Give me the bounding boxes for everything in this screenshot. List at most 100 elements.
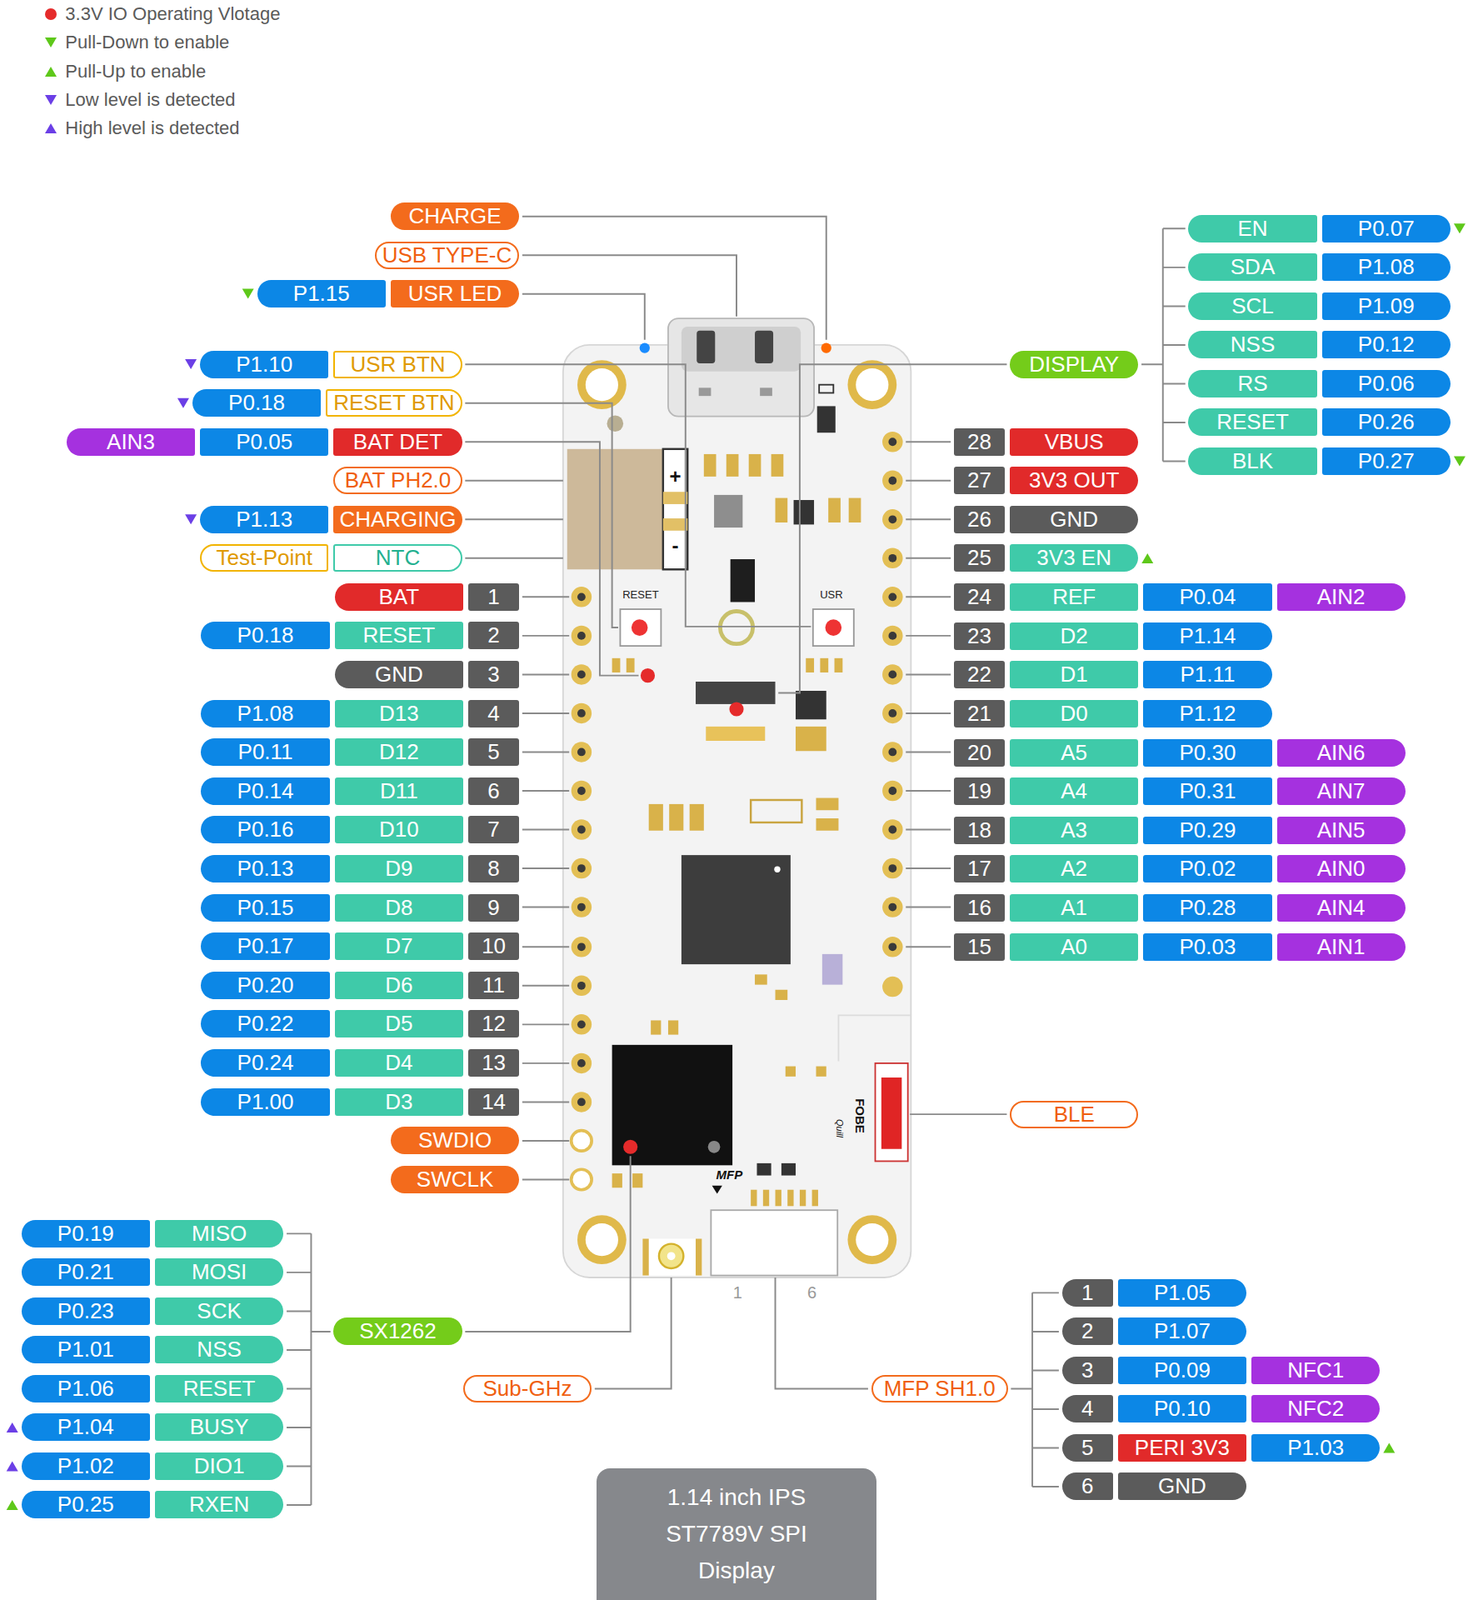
pin-pill: A5: [1009, 738, 1139, 767]
pin-pill: 17: [953, 854, 1005, 883]
pin-number: 6: [807, 1283, 817, 1303]
pin-text: RXEN: [189, 1491, 250, 1518]
pin-pill: SX1262: [333, 1317, 462, 1345]
pin-pill: 3V3 OUT: [1009, 466, 1139, 495]
pin-text: AIN5: [1317, 817, 1366, 844]
pin-text: P0.17: [237, 933, 295, 959]
pin-pill: DIO1: [154, 1452, 284, 1480]
pin-pill: 2: [1062, 1317, 1114, 1345]
pin-text: SX1262: [359, 1318, 437, 1344]
pin-pill: P0.16: [200, 815, 330, 844]
pin-text: 9: [487, 894, 500, 921]
pin-pill: MFP SH1.0: [871, 1374, 1009, 1403]
pin-text: 3: [1081, 1357, 1094, 1384]
pin-pill: D13: [334, 699, 464, 728]
box-text: 1.14 inch IPS ST7789V SPI Display: [653, 1478, 820, 1589]
pin-pill: RESET: [154, 1374, 284, 1403]
pin-text: RESET BTN: [333, 389, 455, 416]
signal-triangle: [6, 1422, 19, 1433]
pin-text: 6: [487, 778, 500, 804]
button-label: RESET: [622, 587, 659, 600]
pin-text: P0.03: [1178, 933, 1236, 960]
pin-pill: 23: [953, 622, 1005, 650]
pin-text: Test-Point: [215, 544, 313, 571]
pin-pill: BUSY: [154, 1413, 284, 1441]
usb-c-connector: [668, 318, 814, 417]
signal-triangle: [1453, 223, 1466, 234]
pin-pill: AIN7: [1277, 777, 1406, 805]
pin-pill: AIN2: [1277, 583, 1406, 611]
pin-pill: D5: [334, 1009, 464, 1038]
pin-pill: 10: [468, 932, 520, 960]
legend-text: Pull-Up to enable: [64, 60, 206, 83]
pin-pill: P1.08: [1322, 253, 1451, 281]
pin-text: P0.24: [237, 1049, 295, 1076]
pin-pill: GND: [1118, 1472, 1247, 1500]
pin-pill: 21: [953, 699, 1005, 728]
pin-pill: P0.11: [200, 738, 330, 766]
pin-pill: 1: [1062, 1278, 1114, 1307]
pin-text: P1.13: [235, 506, 293, 533]
pin-pill: 3: [468, 660, 520, 689]
pin-text: AIN0: [1317, 855, 1366, 882]
pin-pill: NFC1: [1251, 1356, 1380, 1384]
legend-swatch: [42, 63, 60, 80]
pin-pill: P1.02: [21, 1452, 150, 1480]
pin-pill: P1.05: [1118, 1278, 1247, 1307]
signal-triangle: [242, 289, 255, 300]
pin-text: P0.12: [1358, 331, 1415, 358]
pin-text: VBUS: [1044, 429, 1104, 455]
info-box: 1.14 inch IPS ST7789V SPI Display: [596, 1468, 876, 1600]
pin-pill: MOSI: [154, 1258, 284, 1286]
pin-text: P0.31: [1178, 778, 1236, 804]
pin-text: 25: [967, 544, 992, 571]
pin-pill: D8: [334, 893, 464, 922]
pin-text: 21: [967, 700, 992, 727]
pin-text: D11: [379, 778, 419, 804]
pin-pill: 1: [468, 583, 520, 611]
pin-text: P0.09: [1153, 1357, 1211, 1384]
pin-pill: 2: [468, 621, 520, 650]
mfp-connector: [710, 1209, 838, 1275]
pin-text: P0.05: [235, 429, 293, 455]
pin-pill: P0.12: [1322, 330, 1451, 359]
pin-text: P1.10: [235, 351, 293, 378]
pin-pill: USR BTN: [333, 350, 462, 379]
pin-text: 28: [967, 429, 992, 455]
pin-pill: 3V3 EN: [1009, 544, 1139, 572]
pin-text: P1.12: [1178, 700, 1236, 727]
pin-text: 24: [967, 584, 992, 610]
pin-pill: 13: [468, 1048, 520, 1077]
pin-pill: P0.28: [1143, 893, 1272, 922]
pin-pill: SCL: [1188, 292, 1317, 320]
pin-pill: RXEN: [154, 1490, 284, 1518]
polarity-mark: -: [672, 534, 680, 558]
pin-text: P0.23: [57, 1298, 115, 1324]
pin-pill: A4: [1009, 777, 1139, 805]
pin-text: 14: [481, 1088, 506, 1115]
pin-pill: A2: [1009, 854, 1139, 883]
pin-text: 4: [487, 700, 500, 727]
pin-text: D7: [384, 933, 413, 959]
pin-pill: D0: [1009, 699, 1139, 728]
pin-text: P0.15: [237, 894, 295, 921]
lora-module: [612, 1044, 733, 1165]
pin-text: P1.00: [237, 1088, 295, 1115]
pin-pill: P0.05: [199, 428, 329, 456]
pin-text: D12: [379, 738, 420, 765]
pin-text: BAT DET: [353, 429, 443, 455]
pin-text: P1.08: [1358, 254, 1415, 280]
legend-swatch: [42, 91, 60, 109]
pin-pill: D3: [334, 1088, 464, 1116]
pin-pill: 12: [468, 1009, 520, 1038]
pin-pill: P0.20: [200, 971, 330, 999]
board-outline: [563, 344, 912, 1278]
pin-pill: 27: [953, 466, 1005, 495]
pin-pill: BAT DET: [333, 428, 462, 456]
pin-pill: NFC2: [1251, 1394, 1380, 1423]
pin-text: 12: [481, 1010, 506, 1037]
pin-pill: DISPLAY: [1009, 350, 1139, 379]
pin-text: D3: [384, 1088, 413, 1115]
pin-text: SWDIO: [418, 1127, 492, 1154]
